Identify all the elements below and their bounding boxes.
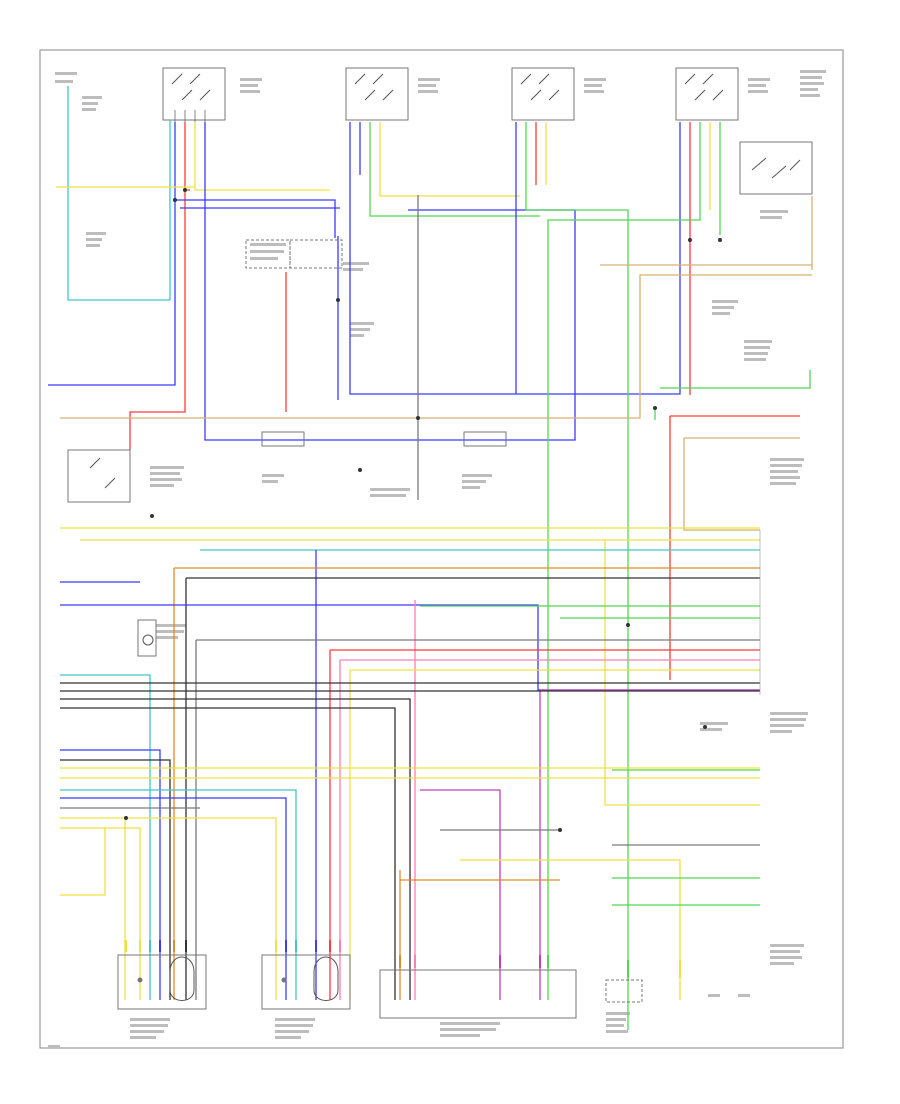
left-motor — [117, 954, 207, 1010]
junction-dots — [124, 188, 722, 832]
front-left-window-switch — [345, 67, 409, 121]
rear-left-window-switch — [162, 67, 226, 122]
control-unit — [379, 969, 577, 1019]
right-connector — [605, 979, 643, 1003]
right-motor — [261, 954, 351, 1010]
diagram-frame — [39, 49, 844, 1049]
relay-box-right — [289, 239, 343, 269]
pin-stubs — [125, 940, 681, 978]
front-right-window-switch — [511, 67, 575, 121]
ignition-switch — [739, 141, 813, 195]
label-marks — [48, 70, 826, 1048]
wires — [48, 86, 813, 1030]
rear-right-window-switch — [675, 67, 739, 121]
inline-connectors — [67, 431, 507, 657]
